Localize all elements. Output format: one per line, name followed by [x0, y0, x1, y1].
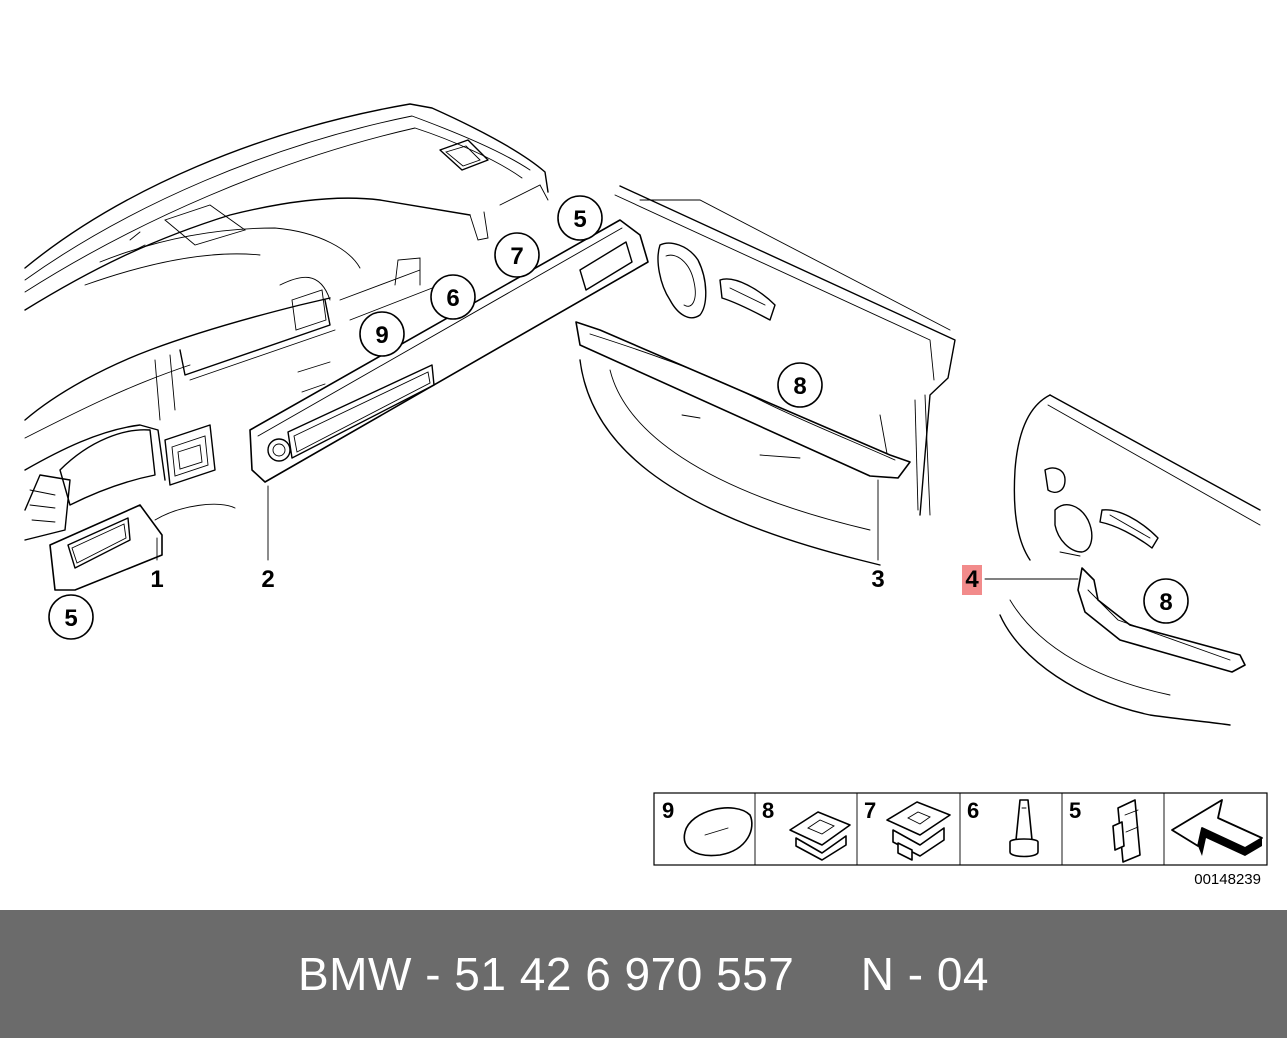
rear-door-panel [984, 394, 1261, 726]
part-label-4[interactable]: 4 [965, 566, 979, 593]
dashboard-drawing [24, 103, 549, 541]
callout-7: 7 [494, 232, 540, 278]
svg-text:5: 5 [573, 206, 586, 233]
part-4-highlight [962, 565, 982, 595]
clip-8-icon [789, 811, 851, 861]
callout-8-right: 8 [1143, 578, 1189, 624]
exploded-parts-diagram: 5 7 6 9 8 8 5 1 2 3 4 9 8 7 6 5 [24, 103, 1268, 888]
legend-num-9: 9 [662, 798, 674, 823]
svg-text:5: 5 [64, 605, 77, 632]
clip-7-icon [886, 801, 951, 861]
svg-text:8: 8 [793, 373, 806, 400]
callout-8-middle: 8 [777, 362, 823, 408]
plug-icon [683, 807, 753, 857]
callout-6: 6 [430, 274, 476, 320]
part-1-corner-trim [49, 504, 163, 591]
part-label-1: 1 [150, 566, 163, 593]
part-number-footer: BMW - 51 42 6 970 557 N - 04 [0, 910, 1287, 1038]
legend-num-7: 7 [864, 798, 876, 823]
spring-clip-icon [1112, 799, 1141, 863]
direction-arrow-icon [1171, 799, 1263, 856]
svg-text:9: 9 [375, 322, 388, 349]
part-label-2: 2 [261, 566, 274, 593]
rivet-pin-icon [1009, 799, 1039, 858]
reference-code: 00148239 [1194, 871, 1261, 888]
front-door-panel [575, 185, 956, 566]
legend-num-8: 8 [762, 798, 774, 823]
fastener-legend: 9 8 7 6 5 [653, 792, 1268, 866]
legend-num-5: 5 [1069, 798, 1081, 823]
svg-text:7: 7 [510, 243, 523, 270]
part-label-3: 3 [871, 566, 884, 593]
callout-9: 9 [359, 311, 405, 357]
legend-num-6: 6 [967, 798, 979, 823]
part-2-dash-trim-strip [249, 219, 649, 561]
callout-5-top: 5 [557, 195, 603, 241]
callout-5-left: 5 [48, 594, 94, 640]
svg-text:6: 6 [446, 285, 459, 312]
part-number-text: BMW - 51 42 6 970 557 N - 04 [298, 948, 989, 1000]
svg-text:8: 8 [1159, 589, 1172, 616]
